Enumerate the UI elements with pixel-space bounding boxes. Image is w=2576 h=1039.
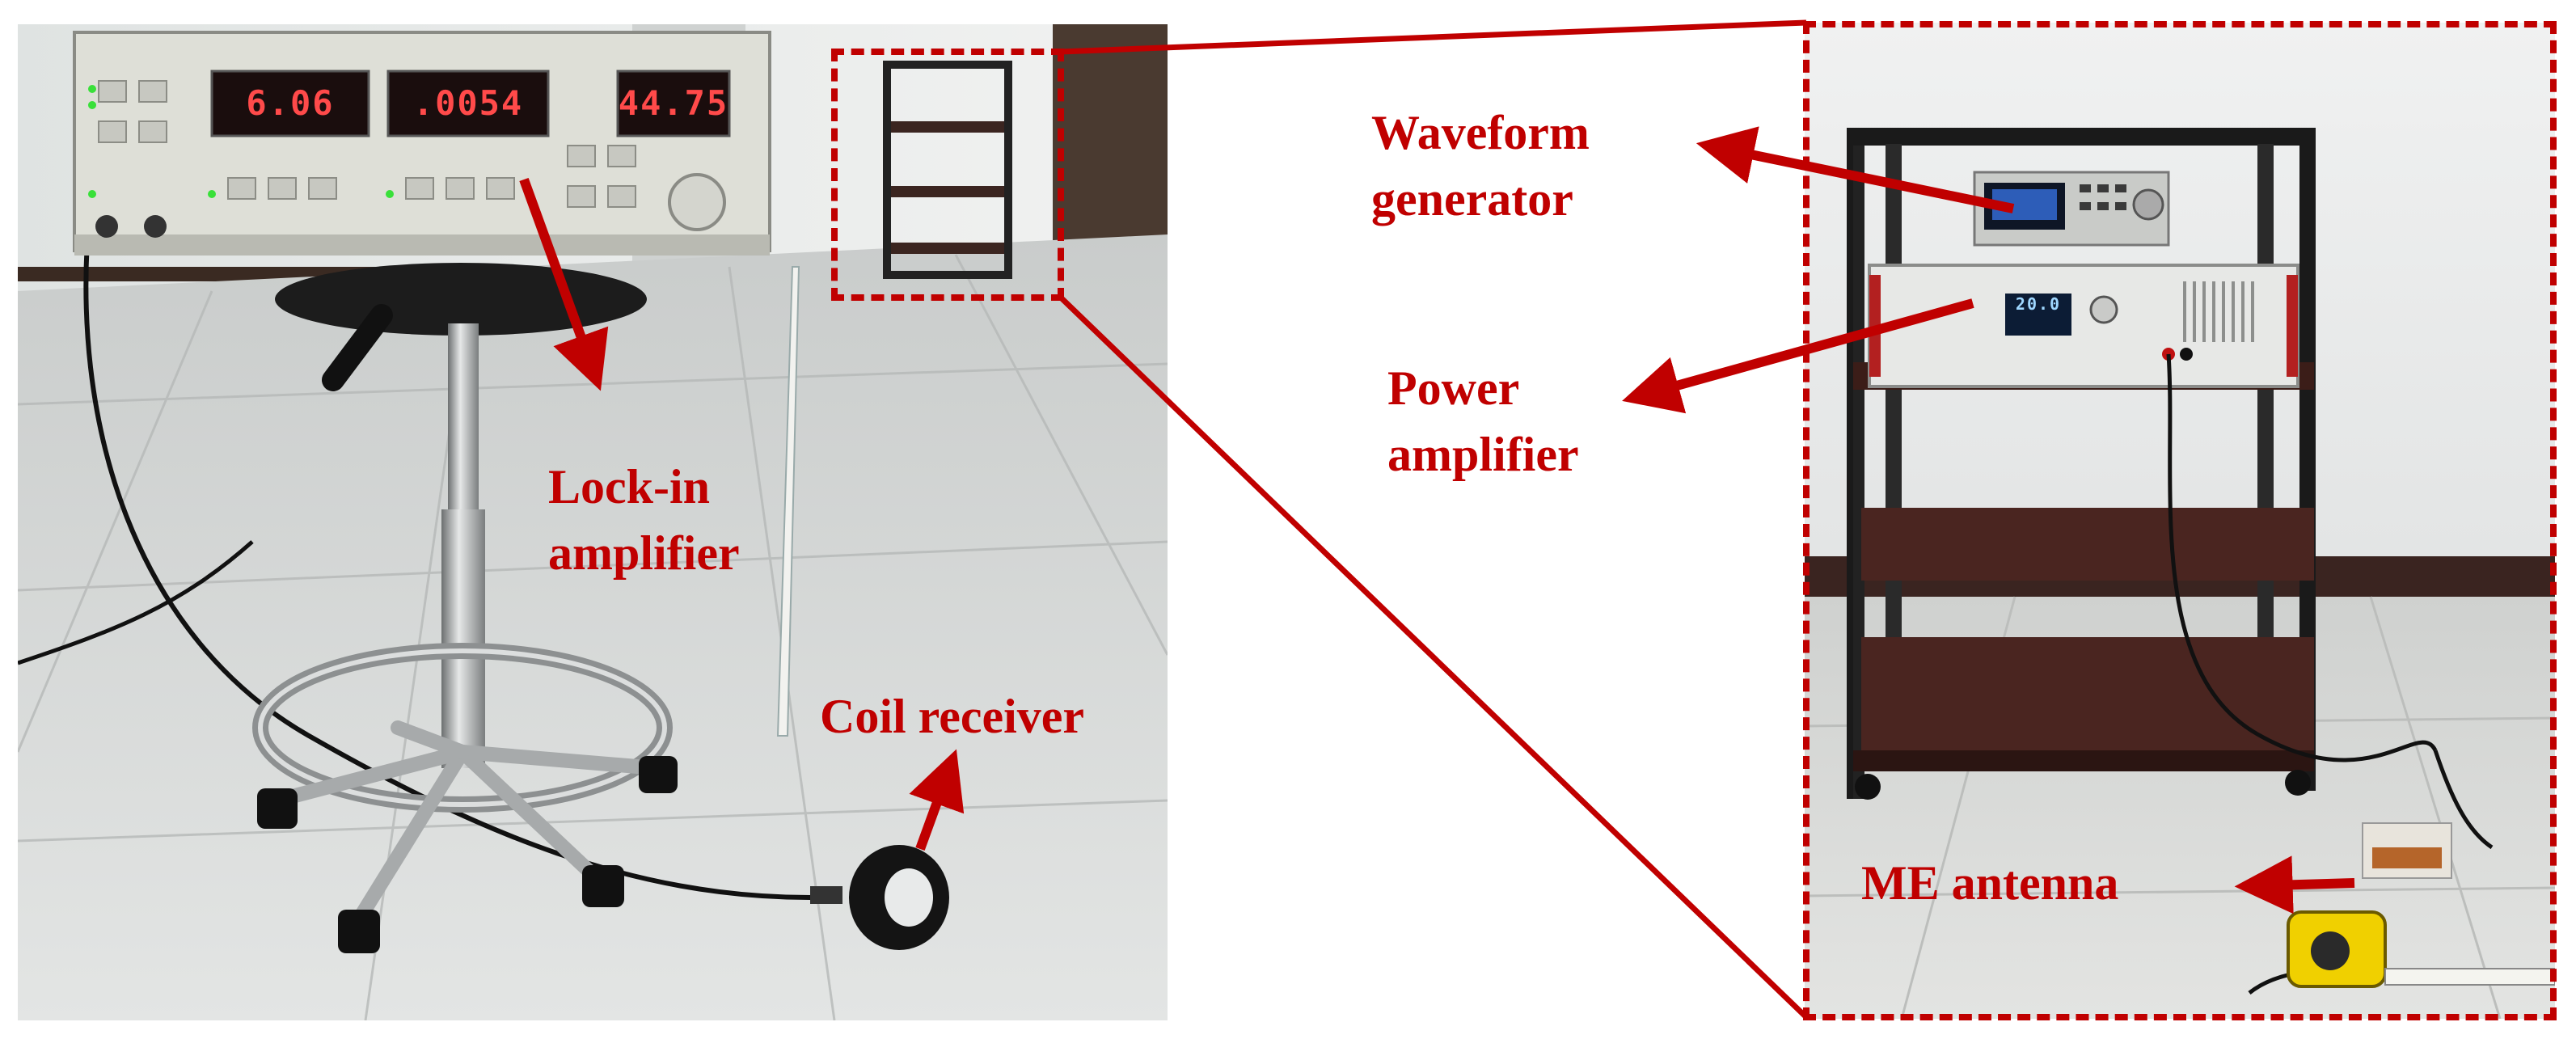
label-waveform-line1: Waveform	[1371, 106, 1590, 159]
cable	[83, 201, 811, 900]
cable	[2166, 353, 2438, 762]
label-power-line1: Power	[1387, 361, 1520, 415]
me-antenna	[2362, 822, 2452, 879]
coil-receiver	[810, 845, 949, 950]
lock-in-reading-1: 6.06	[246, 83, 335, 123]
power-amplifier-device	[1868, 264, 2299, 388]
label-power-line2: amplifier	[1387, 428, 1579, 481]
lock-in-reading-2: .0054	[412, 83, 524, 123]
lock-in-reading-3: 44.75	[618, 83, 729, 123]
power-amplifier-display: 20.0	[2015, 294, 2062, 314]
zoom-region-frame	[831, 49, 1064, 301]
measuring-tape	[776, 266, 800, 737]
label-lockin-line1: Lock-in	[548, 460, 711, 513]
tile-floor	[18, 234, 1168, 1020]
zoom-connector-top	[1060, 19, 1807, 55]
lock-in-amplifier-device	[73, 31, 771, 256]
label-me-antenna: ME antenna	[1861, 856, 2119, 910]
label-lockin-line2: amplifier	[548, 526, 740, 580]
tape-measure	[2287, 910, 2555, 988]
distant-rack	[883, 61, 1012, 279]
label-coil-receiver: Coil receiver	[820, 690, 1085, 743]
lab-setup-scene	[18, 24, 1168, 1020]
label-waveform-line2: generator	[1371, 172, 1573, 226]
